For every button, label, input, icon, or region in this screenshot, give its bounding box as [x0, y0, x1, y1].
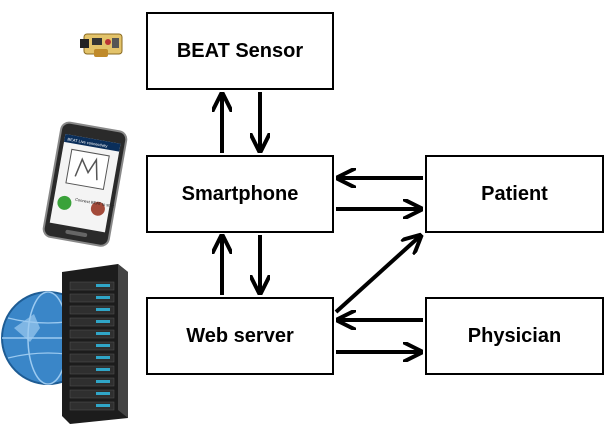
node-label: Patient — [481, 182, 548, 205]
phone-screen-title: BEAT Live connectivity — [67, 137, 108, 149]
node-label: Physician — [467, 324, 562, 347]
node-patient: Patient — [425, 155, 604, 233]
node-label: BEAT Sensor — [176, 39, 304, 62]
beat-sensor-device-icon — [80, 33, 123, 57]
smartphone-device-icon: BEAT Live connectivity Connect BEAT to s… — [42, 121, 128, 247]
arrow-server-to-patient — [334, 237, 419, 314]
node-web-server: Web server — [146, 297, 334, 375]
node-label: Smartphone — [181, 182, 299, 205]
node-label: Web server — [186, 324, 294, 347]
phone-screen-caption: Connect BEAT to start — [75, 197, 116, 209]
server-rack-icon — [62, 264, 128, 424]
web-server-illustration — [1, 264, 128, 424]
node-physician: Physician — [425, 297, 604, 375]
node-smartphone: Smartphone — [146, 155, 334, 233]
node-beat-sensor: BEAT Sensor — [146, 12, 334, 90]
